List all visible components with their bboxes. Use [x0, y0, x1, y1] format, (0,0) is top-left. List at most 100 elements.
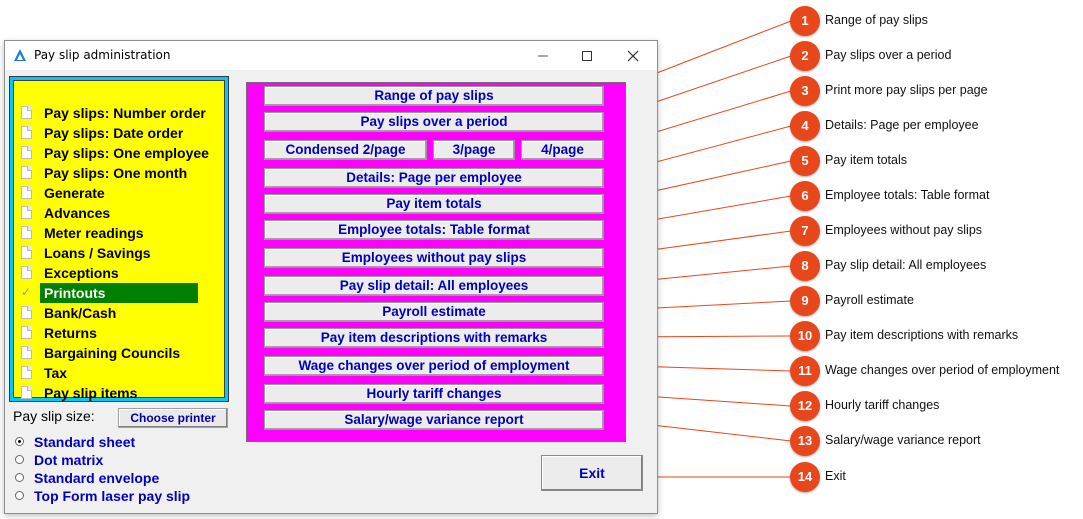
tree-item[interactable]: Pay slips: One month	[14, 163, 224, 183]
document-icon	[21, 146, 32, 159]
tree-item-label: Bank/Cash	[44, 305, 117, 321]
document-icon	[21, 386, 32, 399]
close-icon[interactable]	[615, 45, 651, 67]
document-icon	[21, 186, 32, 199]
callout-number: 3	[790, 76, 820, 106]
radio-button-icon[interactable]	[15, 455, 24, 464]
tree-item-label: Pay slips: One employee	[44, 145, 209, 161]
tree-item-label: Tax	[44, 365, 68, 381]
payslips-over-period-button[interactable]: Pay slips over a period	[264, 112, 604, 132]
tree-item-label: Loans / Savings	[44, 245, 151, 261]
details-page-per-employee-button[interactable]: Details: Page per employee	[264, 168, 604, 188]
callout-number: 11	[790, 356, 820, 386]
tree-item[interactable]: Tax	[14, 363, 224, 383]
app-logo-icon	[13, 48, 27, 67]
condensed-2-page-button[interactable]: Condensed 2/page	[264, 140, 427, 160]
callout-text: Pay slip detail: All employees	[825, 258, 987, 272]
callout-text: Pay slips over a period	[825, 48, 952, 62]
choose-printer-button[interactable]: Choose printer	[118, 408, 228, 428]
callout-number: 10	[790, 321, 820, 351]
tree-item[interactable]: Meter readings	[14, 223, 224, 243]
3-per-page-button[interactable]: 3/page	[433, 140, 515, 160]
tree-item[interactable]: Returns	[14, 323, 224, 343]
tree-item-label: Pay slips: Date order	[44, 125, 184, 141]
radio-label: Standard sheet	[34, 434, 136, 450]
tree-item[interactable]: Pay slips: Number order	[14, 103, 224, 123]
callout-text: Exit	[825, 469, 846, 483]
payroll-estimate-button[interactable]: Payroll estimate	[264, 302, 604, 322]
payslip-detail-all-employees-button[interactable]: Pay slip detail: All employees	[264, 276, 604, 296]
callout-number: 13	[790, 426, 820, 456]
printouts-panel: Range of pay slips Pay slips over a peri…	[246, 82, 626, 442]
tree-item-label: Bargaining Councils	[44, 345, 181, 361]
tree-item-label: Returns	[44, 325, 97, 341]
tree-item[interactable]: Pay slips: Date order	[14, 123, 224, 143]
tree-item[interactable]: Bargaining Councils	[14, 343, 224, 363]
tree-item[interactable]: Pay slips: One employee	[14, 143, 224, 163]
tree-item[interactable]: Generate	[14, 183, 224, 203]
document-icon	[21, 366, 32, 379]
tree-item-label: Pay slip items	[44, 385, 138, 401]
tree-item[interactable]: Advances	[14, 203, 224, 223]
document-icon	[21, 106, 32, 119]
document-icon	[21, 246, 32, 259]
document-icon	[21, 326, 32, 339]
callout-number: 8	[790, 251, 820, 281]
radio-label: Top Form laser pay slip	[34, 488, 191, 504]
radio-label: Standard envelope	[34, 470, 160, 486]
payslip-administration-window: Pay slip administration Pay slips: Numbe…	[4, 40, 658, 514]
tree-item-label: Meter readings	[44, 225, 144, 241]
wage-changes-button[interactable]: Wage changes over period of employment	[264, 356, 604, 376]
tree-item[interactable]: ✓Printouts	[14, 283, 224, 303]
title-bar[interactable]: Pay slip administration	[5, 41, 657, 70]
maximize-icon[interactable]	[569, 45, 605, 67]
radio-button-icon[interactable]	[15, 473, 24, 482]
tree-item[interactable]: Pay slip items	[14, 383, 224, 403]
range-of-payslips-button[interactable]: Range of pay slips	[264, 86, 604, 106]
callout-text: Print more pay slips per page	[825, 83, 988, 97]
document-icon	[21, 306, 32, 319]
callout-number: 5	[790, 146, 820, 176]
document-icon	[21, 346, 32, 359]
tree-item[interactable]: Exceptions	[14, 263, 224, 283]
callout-number: 9	[790, 286, 820, 316]
tree-item[interactable]: Bank/Cash	[14, 303, 224, 323]
radio-label: Dot matrix	[34, 452, 104, 468]
callout-number: 14	[790, 462, 820, 492]
window-title: Pay slip administration	[34, 48, 171, 62]
employees-without-payslips-button[interactable]: Employees without pay slips	[264, 248, 604, 268]
radio-button-icon[interactable]	[15, 437, 24, 446]
callout-text: Range of pay slips	[825, 13, 928, 27]
employee-totals-table-button[interactable]: Employee totals: Table format	[264, 220, 604, 240]
radio-button-icon[interactable]	[15, 491, 24, 500]
document-icon	[21, 226, 32, 239]
hourly-tariff-changes-button[interactable]: Hourly tariff changes	[264, 384, 604, 404]
callout-text: Details: Page per employee	[825, 118, 979, 132]
minimize-icon[interactable]	[525, 45, 561, 67]
callout-text: Wage changes over period of employment	[825, 363, 1060, 377]
callout-text: Employee totals: Table format	[825, 188, 990, 202]
4-per-page-button[interactable]: 4/page	[521, 140, 604, 160]
salary-variance-report-button[interactable]: Salary/wage variance report	[264, 410, 604, 430]
document-icon	[21, 126, 32, 139]
exit-button[interactable]: Exit	[541, 455, 643, 491]
callout-text: Payroll estimate	[825, 293, 914, 307]
callout-text: Hourly tariff changes	[825, 398, 940, 412]
callout-number: 6	[790, 181, 820, 211]
callout-text: Salary/wage variance report	[825, 433, 981, 447]
callout-number: 4	[790, 111, 820, 141]
document-icon	[21, 206, 32, 219]
pay-item-totals-button[interactable]: Pay item totals	[264, 194, 604, 214]
callout-text: Pay item descriptions with remarks	[825, 328, 1019, 342]
check-icon: ✓	[21, 285, 32, 299]
tree-item-label: Exceptions	[44, 265, 119, 281]
tree-item[interactable]: Loans / Savings	[14, 243, 224, 263]
payslip-size-label: Pay slip size:	[13, 408, 95, 424]
tree-item-label: Pay slips: Number order	[44, 105, 206, 121]
pay-item-descriptions-button[interactable]: Pay item descriptions with remarks	[264, 328, 604, 348]
tree-item-label: Pay slips: One month	[44, 165, 188, 181]
tree-item-label: Advances	[44, 205, 111, 221]
